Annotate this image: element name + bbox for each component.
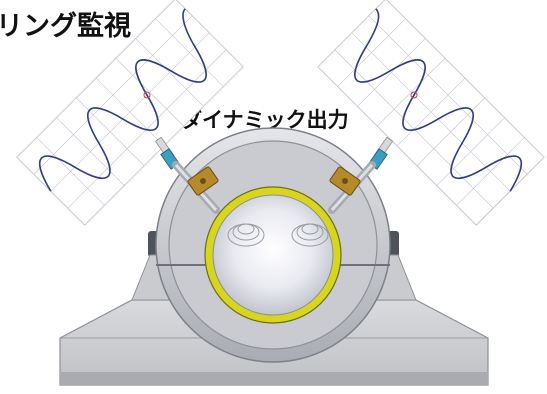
- left-waveform-panel: [16, 0, 244, 226]
- bearing-bore: [212, 194, 334, 316]
- bearing-housing: [155, 127, 391, 363]
- right-proximity-probe-icon: [328, 136, 394, 214]
- right-waveform-grid: [334, 15, 528, 209]
- right-probe-target-ripples: [291, 223, 329, 247]
- left-proximity-probe-icon: [154, 136, 220, 214]
- left-waveform-trace: [39, 8, 207, 192]
- right-waveform-panel: [317, 0, 545, 226]
- right-waveform-trace: [354, 8, 522, 192]
- left-waveform-grid: [33, 15, 227, 209]
- left-probe-target-ripples: [227, 223, 265, 247]
- diagram-title: リング監視: [0, 11, 131, 42]
